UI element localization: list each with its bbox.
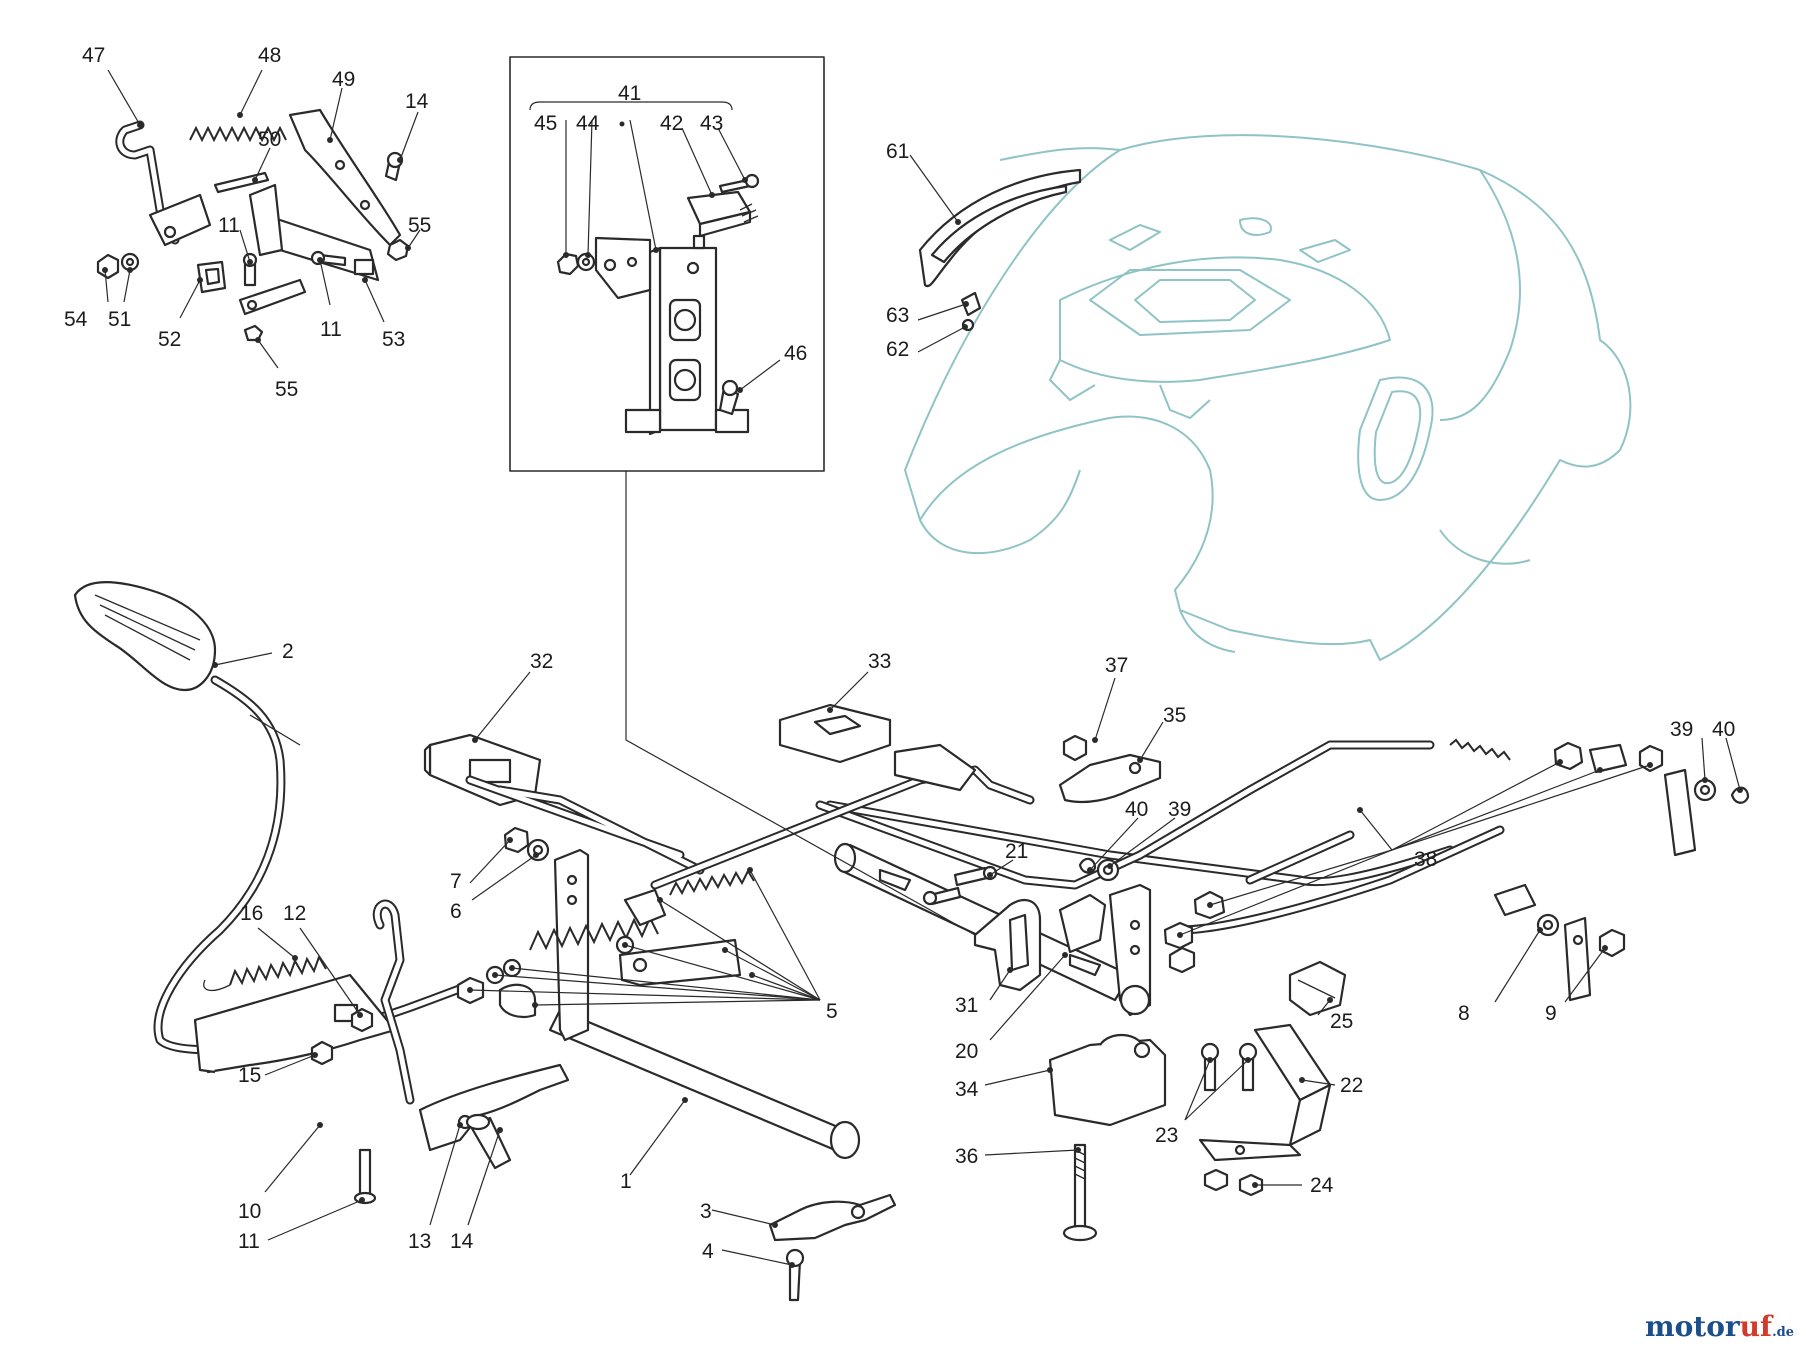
callout-43: 43 bbox=[700, 112, 723, 135]
callout-62: 62 bbox=[886, 338, 909, 361]
callout-12: 12 bbox=[283, 902, 306, 925]
callout-7: 7 bbox=[450, 870, 462, 893]
part-39-washer-right bbox=[1693, 778, 1717, 802]
callout-34: 34 bbox=[955, 1078, 979, 1101]
part-61-trim-plate bbox=[918, 168, 1082, 288]
pivot-plate-right bbox=[1108, 883, 1152, 1017]
callout-36: 36 bbox=[955, 1145, 978, 1168]
callout-35: 35 bbox=[1163, 704, 1186, 727]
callout-24: 24 bbox=[1310, 1174, 1334, 1197]
part-11-bolt bbox=[353, 1148, 377, 1205]
callout-1: 1 bbox=[620, 1170, 632, 1193]
callout-11-third: 11 bbox=[238, 1230, 260, 1253]
part-5-spring-assembly bbox=[456, 868, 755, 1019]
callout-10: 10 bbox=[238, 1200, 261, 1223]
rear-fender-hood bbox=[904, 134, 1632, 661]
callout-38: 38 bbox=[1414, 848, 1437, 871]
part-31-cam-bracket bbox=[973, 893, 1107, 992]
callout-40-second: 40 bbox=[1125, 798, 1148, 821]
callout-4: 4 bbox=[702, 1240, 714, 1263]
callout-14: 14 bbox=[405, 90, 429, 113]
logo-main: motor bbox=[1645, 1310, 1740, 1343]
part-35-clamp bbox=[1058, 753, 1162, 804]
part-10-bracket bbox=[193, 973, 397, 1074]
part-36-bolt bbox=[1062, 1143, 1098, 1242]
part-23-bolts bbox=[1200, 1042, 1258, 1092]
callout-55: 55 bbox=[408, 214, 431, 237]
logo-accent: uf bbox=[1739, 1310, 1773, 1343]
callout-6: 6 bbox=[450, 900, 462, 923]
callout-49: 49 bbox=[332, 68, 355, 91]
callout-50: 50 bbox=[258, 128, 281, 151]
callout-9: 9 bbox=[1545, 1002, 1557, 1025]
callout-20: 20 bbox=[955, 1040, 978, 1063]
callout-39-second: 39 bbox=[1168, 798, 1191, 821]
callout-61: 61 bbox=[886, 140, 909, 163]
callout-42: 42 bbox=[660, 112, 683, 135]
callout-22: 22 bbox=[1340, 1074, 1363, 1097]
callout-53: 53 bbox=[382, 328, 405, 351]
part-37-nut bbox=[1062, 734, 1088, 762]
callout-23: 23 bbox=[1155, 1124, 1178, 1147]
callout-47: 47 bbox=[82, 44, 105, 67]
callout-3: 3 bbox=[700, 1200, 712, 1223]
callout-54: 54 bbox=[64, 308, 88, 331]
part-1-long-rod bbox=[548, 1008, 861, 1160]
callout-55-second: 55 bbox=[275, 378, 298, 401]
motoruf-watermark-logo: motoruf.de bbox=[1645, 1310, 1794, 1343]
part-7-nut bbox=[503, 826, 530, 854]
part-4-screw bbox=[785, 1248, 805, 1302]
callout-44: 44 bbox=[576, 112, 600, 135]
part-9-nut bbox=[1598, 928, 1626, 958]
callout-51: 51 bbox=[108, 308, 131, 331]
callout-45: 45 bbox=[534, 112, 557, 135]
wire-lever bbox=[372, 899, 415, 1105]
callout-2: 2 bbox=[282, 640, 294, 663]
callout-25: 25 bbox=[1330, 1010, 1353, 1033]
callout-8: 8 bbox=[1458, 1002, 1470, 1025]
callout-11-second: 11 bbox=[320, 318, 342, 341]
callout-48: 48 bbox=[258, 44, 281, 67]
part-25-rubber-block bbox=[1288, 960, 1347, 1017]
callout-14-second: 14 bbox=[450, 1230, 474, 1253]
callout-5: 5 bbox=[826, 1000, 838, 1023]
callout-21: 21 bbox=[1005, 840, 1028, 863]
main-frame-rods bbox=[465, 740, 1455, 890]
logo-tld: .de bbox=[1772, 1325, 1794, 1340]
part-21-screws bbox=[922, 865, 998, 906]
callout-15: 15 bbox=[238, 1064, 261, 1087]
part-2-pedal-lever bbox=[73, 581, 475, 1055]
callout-labels: 47 48 49 14 50 55 11 54 51 52 11 53 55 4… bbox=[64, 44, 1735, 1263]
callout-16: 16 bbox=[240, 902, 263, 925]
callout-11: 11 bbox=[218, 214, 240, 237]
callout-37: 37 bbox=[1105, 654, 1128, 677]
callout-33: 33 bbox=[868, 650, 891, 673]
callout-63: 63 bbox=[886, 304, 909, 327]
callout-41: 41 bbox=[618, 82, 641, 105]
part-34-block bbox=[1048, 1033, 1167, 1127]
callout-39: 39 bbox=[1670, 718, 1693, 741]
part-24-nuts bbox=[1203, 1168, 1264, 1197]
part-32-pad bbox=[423, 733, 542, 807]
part-22-bracket bbox=[1198, 1023, 1332, 1162]
callout-46: 46 bbox=[784, 342, 807, 365]
top-left-linkage-group bbox=[96, 108, 410, 342]
callout-52: 52 bbox=[158, 328, 181, 351]
part-38-rods bbox=[1175, 738, 1511, 935]
right-hanger-plates bbox=[1563, 768, 1697, 1002]
part-15-nut bbox=[310, 1040, 334, 1066]
part-3-clamp bbox=[768, 1193, 897, 1242]
part-63-clip bbox=[960, 291, 982, 317]
leader-lines bbox=[102, 69, 1743, 1268]
callout-13: 13 bbox=[408, 1230, 431, 1253]
callout-40: 40 bbox=[1712, 718, 1735, 741]
part-14-bolt bbox=[465, 1113, 512, 1170]
part-12-nut bbox=[350, 1007, 374, 1033]
part-33-block bbox=[778, 703, 892, 764]
part-16-spring bbox=[203, 954, 327, 992]
callout-31: 31 bbox=[955, 994, 978, 1017]
callout-32: 32 bbox=[530, 650, 553, 673]
switch-assembly-inset bbox=[509, 56, 825, 472]
